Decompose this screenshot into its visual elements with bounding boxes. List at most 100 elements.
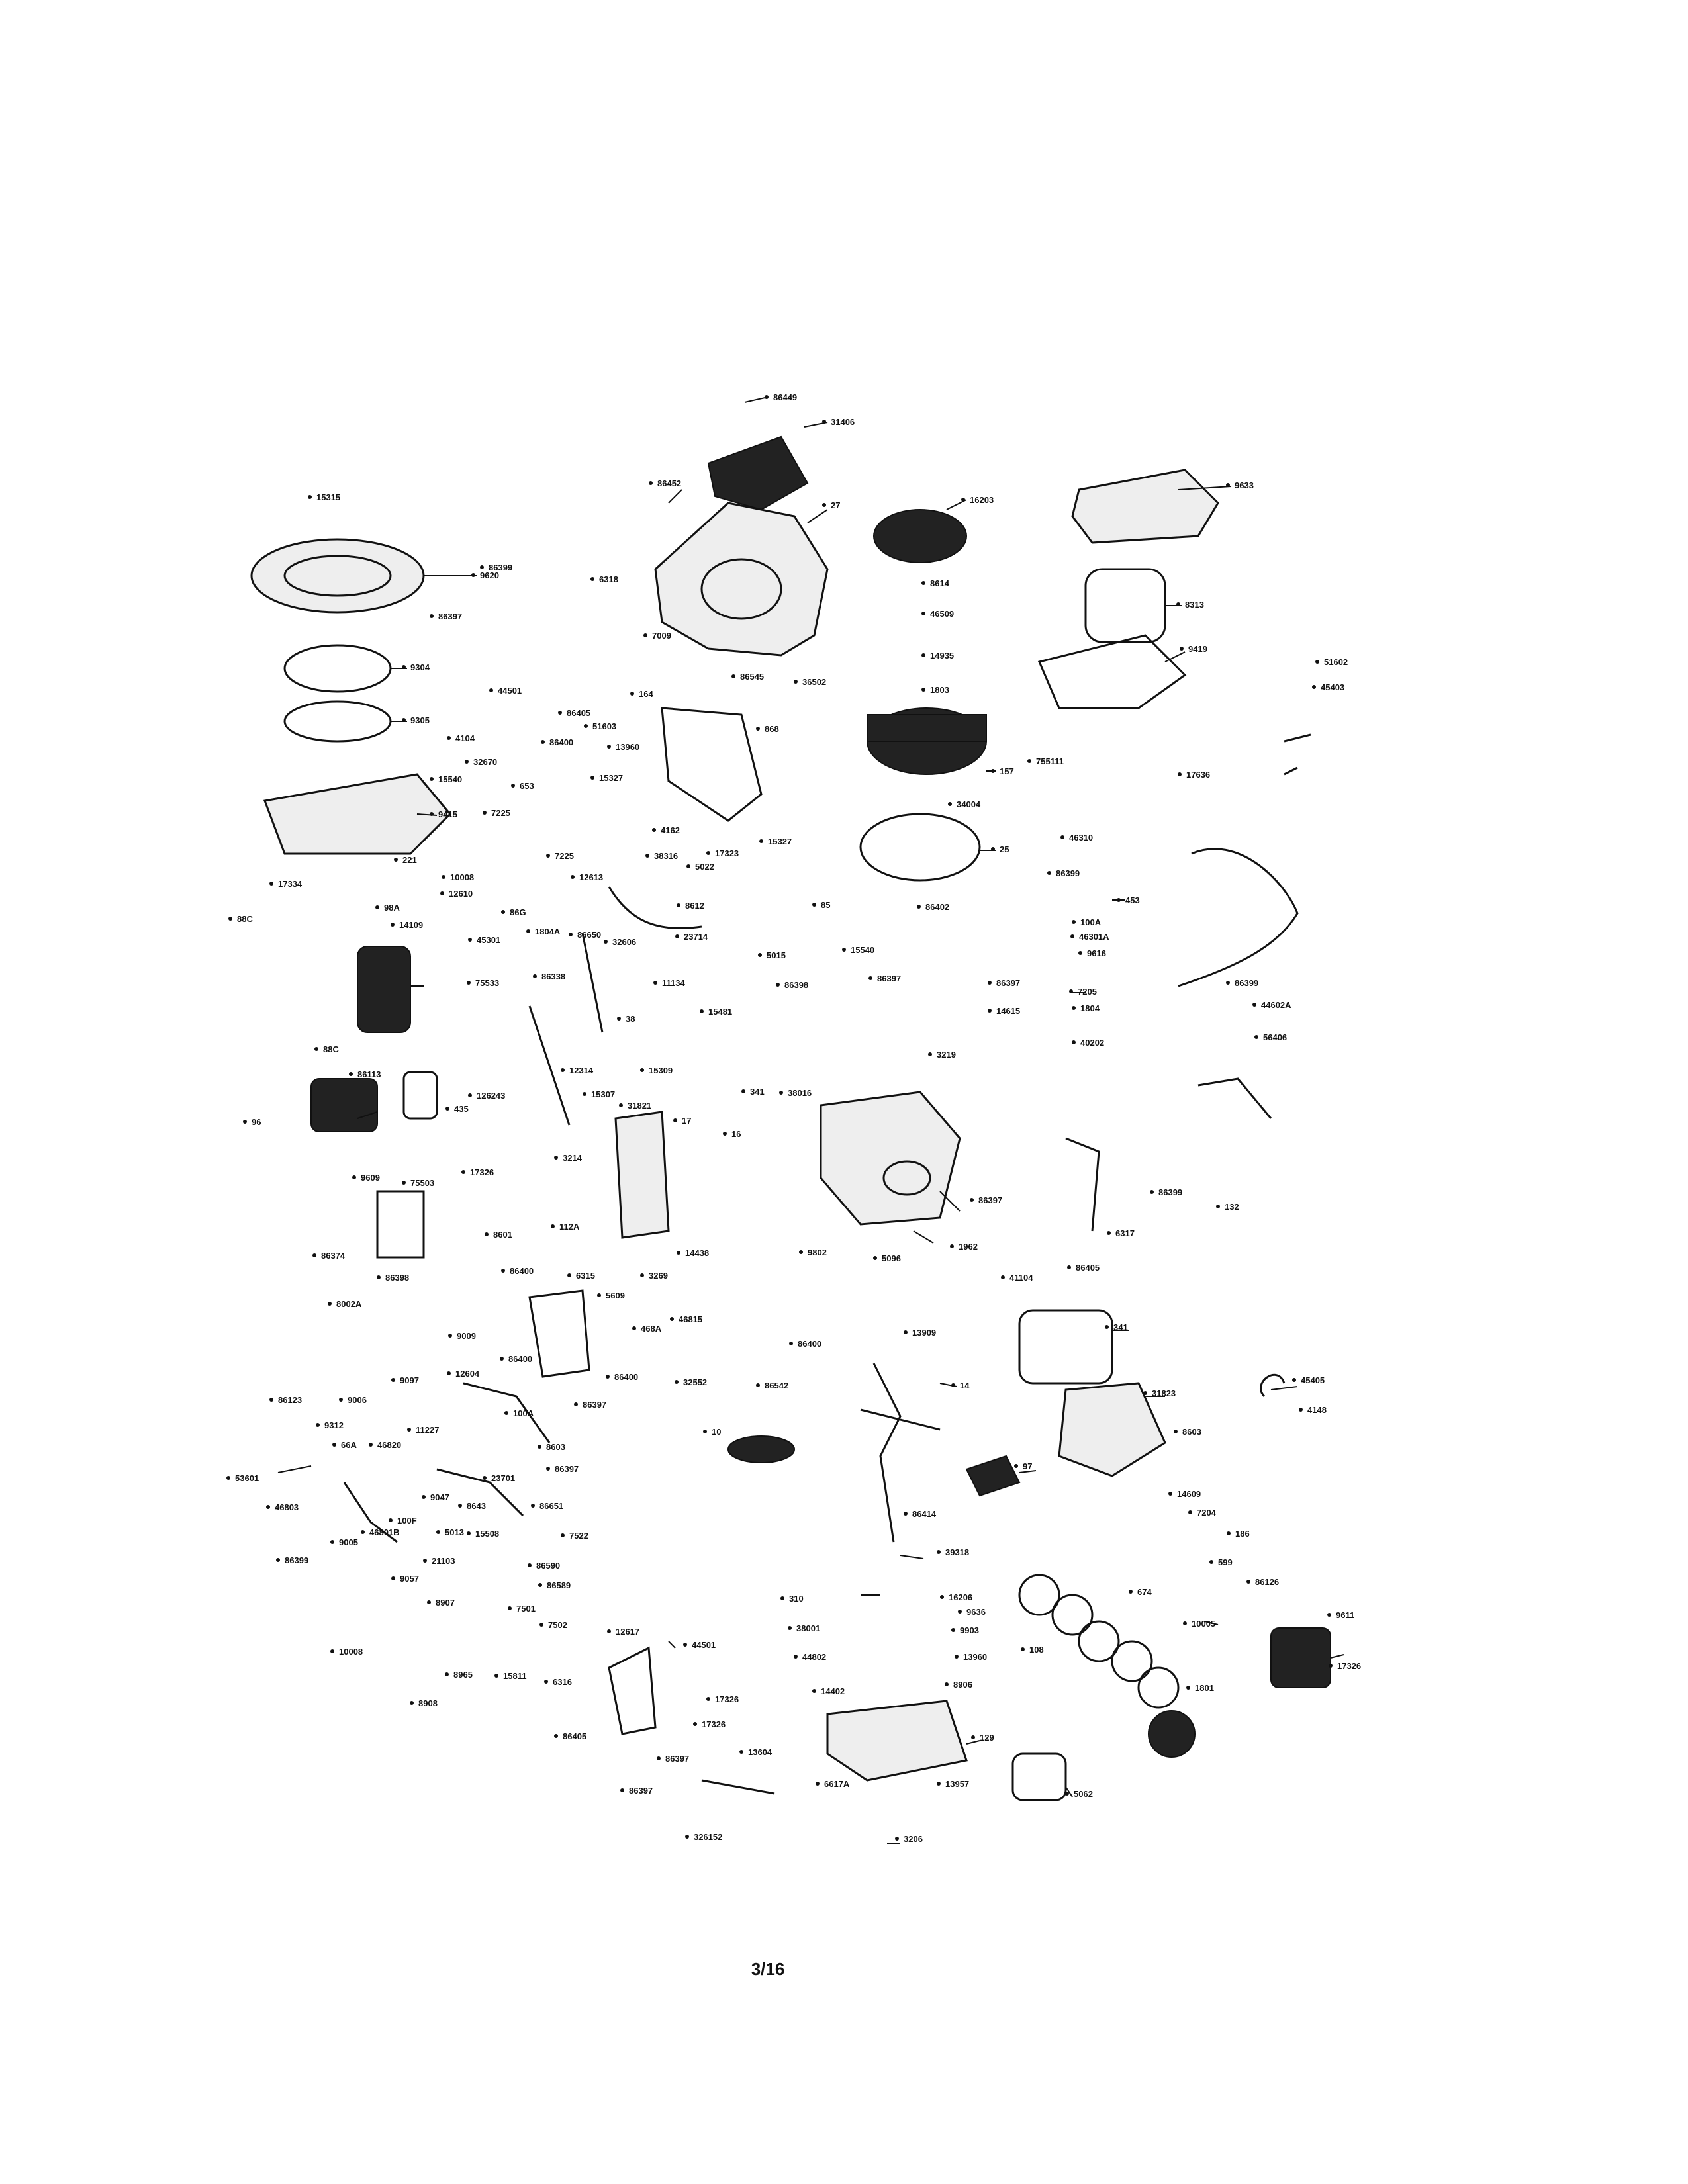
- part-callout-8603: 8603: [546, 1442, 565, 1452]
- callout-marker: [640, 1273, 644, 1277]
- callout-marker: [276, 1558, 280, 1562]
- part-callout-86651: 86651: [539, 1501, 563, 1511]
- part-callout-164: 164: [639, 689, 653, 699]
- callout-marker: [1070, 934, 1074, 938]
- callout-marker: [458, 1504, 462, 1508]
- callout-marker: [816, 1782, 820, 1786]
- callout-marker: [706, 851, 710, 855]
- part-callout-12613: 12613: [579, 872, 603, 882]
- part-callout-8313: 8313: [1185, 600, 1204, 610]
- part-callout-9611: 9611: [1336, 1610, 1354, 1620]
- part-callout-9005: 9005: [339, 1537, 358, 1547]
- part-callout-44602a: 44602A: [1261, 1000, 1291, 1010]
- part-callout-755111: 755111: [1036, 756, 1064, 766]
- callout-marker: [700, 1009, 704, 1013]
- part-callout-17326: 17326: [702, 1719, 726, 1729]
- part-drawings: [250, 435, 1331, 1801]
- part-callout-9305: 9305: [410, 715, 430, 725]
- callout-marker: [799, 1250, 803, 1254]
- part-callout-86338: 86338: [541, 972, 565, 981]
- part-callout-6617a: 6617A: [824, 1779, 850, 1789]
- callout-marker: [447, 1371, 451, 1375]
- callout-marker: [544, 1680, 548, 1684]
- callout-marker: [971, 1735, 975, 1739]
- part-callout-86397: 86397: [583, 1400, 606, 1410]
- part-callout-38016: 38016: [788, 1088, 812, 1098]
- callout-marker: [677, 903, 680, 907]
- part-callout-39318: 39318: [945, 1547, 969, 1557]
- callout-marker: [533, 974, 537, 978]
- callout-marker: [1072, 1006, 1076, 1010]
- part-callout-10: 10: [712, 1427, 721, 1437]
- part-callout-13909: 13909: [912, 1328, 936, 1338]
- callout-marker: [632, 1326, 636, 1330]
- callout-marker: [1067, 1265, 1071, 1269]
- part-callout-17326: 17326: [715, 1694, 739, 1704]
- callout-marker: [561, 1068, 565, 1072]
- part-callout-9304: 9304: [410, 662, 430, 672]
- callout-marker: [607, 1629, 611, 1633]
- callout-marker: [554, 1156, 558, 1160]
- callout-marker: [1072, 1040, 1076, 1044]
- callout-marker: [940, 1595, 944, 1599]
- callout-marker: [955, 1655, 959, 1659]
- callout-marker: [640, 1068, 644, 1072]
- callout-marker: [607, 745, 611, 749]
- part-callout-86399: 86399: [1158, 1187, 1182, 1197]
- part-callout-3214: 3214: [563, 1153, 583, 1163]
- callout-marker: [1168, 1492, 1172, 1496]
- part-callout-31821: 31821: [628, 1101, 651, 1111]
- callout-marker: [842, 948, 846, 952]
- part-callout-86g: 86G: [510, 907, 526, 917]
- callout-marker: [551, 1224, 555, 1228]
- part-callout-15309: 15309: [649, 1066, 673, 1075]
- callout-marker: [500, 1357, 504, 1361]
- part-callout-86398: 86398: [784, 980, 808, 990]
- part-callout-7522: 7522: [569, 1531, 588, 1541]
- callout-marker: [410, 1701, 414, 1705]
- callout-marker: [686, 864, 690, 868]
- callout-marker: [330, 1540, 334, 1544]
- part-callout-868: 868: [765, 724, 779, 734]
- callout-marker: [673, 1118, 677, 1122]
- callout-marker: [758, 953, 762, 957]
- part-callout-16: 16: [731, 1129, 741, 1139]
- part-callout-75533: 75533: [475, 978, 499, 988]
- callout-marker: [617, 1017, 621, 1021]
- callout-marker: [868, 976, 872, 980]
- callout-marker: [675, 934, 679, 938]
- callout-marker: [402, 1181, 406, 1185]
- callout-marker: [741, 1089, 745, 1093]
- part-callout-32670: 32670: [473, 757, 497, 767]
- part-callout-12604: 12604: [455, 1369, 480, 1379]
- callout-marker: [1312, 685, 1316, 689]
- part-callout-3219: 3219: [937, 1050, 956, 1060]
- callout-marker: [402, 718, 406, 722]
- part-callout-16203: 16203: [970, 495, 994, 505]
- callout-marker: [228, 917, 232, 921]
- callout-marker: [391, 923, 395, 927]
- part-callout-38316: 38316: [654, 851, 678, 861]
- callout-marker: [928, 1052, 932, 1056]
- callout-marker: [394, 858, 398, 862]
- part-callout-23714: 23714: [684, 932, 708, 942]
- callout-marker: [873, 1256, 877, 1260]
- part-callout-8908: 8908: [418, 1698, 438, 1708]
- callout-marker: [643, 633, 647, 637]
- callout-marker: [349, 1072, 353, 1076]
- part-callout-51603: 51603: [592, 721, 616, 731]
- callout-marker: [538, 1583, 542, 1587]
- part-callout-38001: 38001: [796, 1623, 820, 1633]
- callout-marker: [653, 981, 657, 985]
- callout-marker: [958, 1610, 962, 1614]
- part-callout-6317: 6317: [1115, 1228, 1135, 1238]
- part-callout-86397: 86397: [665, 1754, 689, 1764]
- part-callout-108: 108: [1029, 1645, 1044, 1655]
- callout-marker: [991, 769, 995, 773]
- callout-marker: [780, 1596, 784, 1600]
- callout-marker: [703, 1430, 707, 1433]
- callout-marker: [988, 981, 992, 985]
- part-callout-17326: 17326: [1337, 1661, 1361, 1671]
- callout-marker: [1209, 1560, 1213, 1564]
- callout-marker: [561, 1533, 565, 1537]
